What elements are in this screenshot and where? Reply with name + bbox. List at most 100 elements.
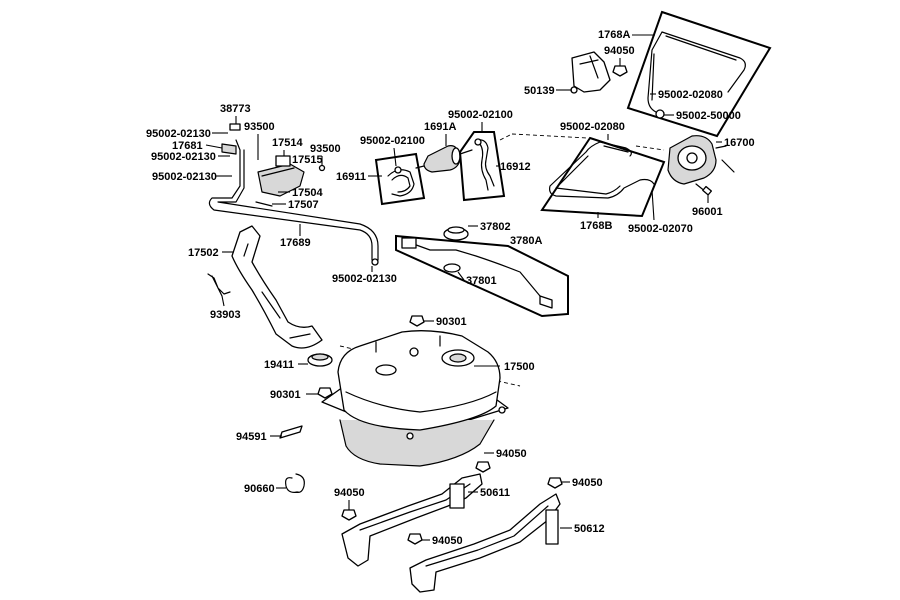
label-17689: 17689	[280, 237, 311, 249]
fuel-tank-group: 90301 17500 90301 19411	[264, 315, 535, 467]
label-17515: 17515	[292, 154, 323, 166]
label-50139: 50139	[524, 85, 555, 97]
label-17500: 17500	[504, 361, 535, 373]
fuel-filter-1691a	[423, 145, 461, 173]
leader-37801	[457, 271, 465, 281]
label-37802: 37802	[480, 221, 511, 233]
tank-filler-neck	[375, 364, 397, 376]
label-95002-02130-c: 95002-02130	[152, 171, 217, 183]
leader-95002-02070	[651, 189, 655, 221]
hose-1768a-inner	[651, 35, 737, 101]
label-3780a: 3780A	[510, 235, 542, 247]
bracket-50612-group: 94050 50612 94050	[407, 477, 605, 593]
bracket-50611-group: 94050 50611 94050	[334, 448, 527, 567]
label-17502: 17502	[188, 247, 219, 259]
label-90301-a: 90301	[436, 316, 467, 328]
label-95002-02080-top: 95002-02080	[658, 89, 723, 101]
gasket-37801-icon	[443, 263, 461, 273]
label-95002-02130-b: 95002-02130	[151, 151, 216, 163]
leader-17681	[205, 144, 223, 149]
cap-37802-top	[447, 226, 465, 234]
label-50611: 50611	[480, 487, 510, 499]
hose-16912-group: 95002-02100 16912	[448, 109, 531, 202]
nut-94050-a-icon	[475, 461, 491, 473]
label-94050-c: 94050	[572, 477, 603, 489]
label-94050-top: 94050	[604, 45, 635, 57]
hose-16911-group: 95002-02100 16911	[336, 135, 426, 206]
label-95002-50000: 95002-50000	[676, 110, 741, 122]
label-94050-b: 94050	[334, 487, 365, 499]
label-17514: 17514	[272, 137, 303, 149]
label-95002-02100-a: 95002-02100	[360, 135, 425, 147]
label-94591: 94591	[236, 431, 267, 443]
nut-94050-d-icon	[407, 533, 423, 545]
fuel-pump-16700-center-icon	[686, 152, 698, 164]
band-93903-icon	[207, 273, 231, 297]
hose-16911-box	[374, 152, 426, 206]
clip-90660-icon	[285, 473, 305, 493]
label-16912: 16912	[500, 161, 531, 173]
hose-16911	[387, 169, 415, 197]
tank-lower-body	[339, 419, 495, 467]
tank-sender-port-inner	[449, 353, 467, 363]
clamp-95002-02130-d-icon	[371, 258, 379, 266]
hose-1768b-inner	[555, 145, 629, 195]
label-16911: 16911	[336, 171, 366, 183]
label-16700: 16700	[724, 137, 755, 149]
hose-1768a-group: 1768A 94050 50139 95002-02080 95002-5000…	[524, 10, 772, 138]
nut-94050-top-icon	[612, 65, 628, 77]
dashed-guide-pump	[635, 145, 665, 151]
label-50612: 50612	[574, 523, 605, 535]
label-94050-d: 94050	[432, 535, 463, 547]
dashed-guide-1768b-2	[499, 133, 513, 141]
label-38773: 38773	[220, 103, 251, 115]
fuel-pump-16700-group: 16700 96001	[667, 135, 755, 218]
sender-group: 37802 3780A 37801	[395, 221, 569, 318]
fuel-filter-nipple	[459, 149, 473, 155]
bracket-50611	[341, 473, 483, 567]
label-19411: 19411	[264, 359, 294, 371]
valve-cluster-group: 38773 93500 95002-02130 17514 17681 9500…	[146, 103, 397, 285]
clamp-95002-50000-icon	[655, 109, 665, 119]
fuel-filter-nipple-2	[415, 165, 425, 169]
part-38773-icon	[229, 123, 241, 131]
dashed-guide-1768b	[511, 133, 589, 139]
sender-float-icon	[401, 237, 417, 249]
bracket-50612-ridge	[425, 505, 549, 567]
bracket-50139-detail	[579, 55, 599, 79]
label-93500-a: 93500	[244, 121, 275, 133]
label-17504: 17504	[292, 187, 323, 199]
bolt-96001-icon	[702, 185, 712, 196]
nut-90301-b-icon	[317, 387, 333, 399]
valve-detail	[261, 167, 295, 177]
bolt-flange-right-icon	[498, 406, 506, 414]
label-95002-02130-a: 95002-02130	[146, 128, 211, 140]
clamp-95002-02100-a-icon	[394, 166, 402, 174]
hose-16912	[475, 139, 495, 191]
tank-seam	[345, 391, 497, 413]
sender-3780a	[407, 241, 547, 303]
tank-vent-fitting	[409, 347, 419, 357]
cap-19411-top	[311, 353, 329, 361]
label-95002-02100-b: 95002-02100	[448, 109, 513, 121]
leader-93903	[221, 295, 225, 307]
fuel-pump-outlet	[715, 145, 727, 149]
nut-94050-c-icon	[547, 477, 563, 489]
small-parts-group: 94591 90660	[236, 425, 305, 495]
sender-connector-icon	[539, 295, 553, 309]
pump-bolt-shaft	[721, 159, 735, 173]
hose-1768a-box	[626, 10, 772, 138]
nut-94050-b-icon	[341, 509, 357, 521]
label-37801: 37801	[466, 275, 497, 287]
fuel-tank-17500	[337, 330, 501, 431]
label-96001: 96001	[692, 206, 723, 218]
leader-95002-02100-a	[393, 147, 397, 167]
pin-17507-icon	[255, 201, 273, 207]
hose-16912-box	[458, 131, 506, 202]
hose-1768a	[647, 31, 746, 113]
valve-top-17514	[275, 155, 291, 167]
hose-17689	[208, 139, 373, 261]
hose-1768b	[549, 141, 655, 199]
hose-17689-inner	[217, 149, 379, 261]
